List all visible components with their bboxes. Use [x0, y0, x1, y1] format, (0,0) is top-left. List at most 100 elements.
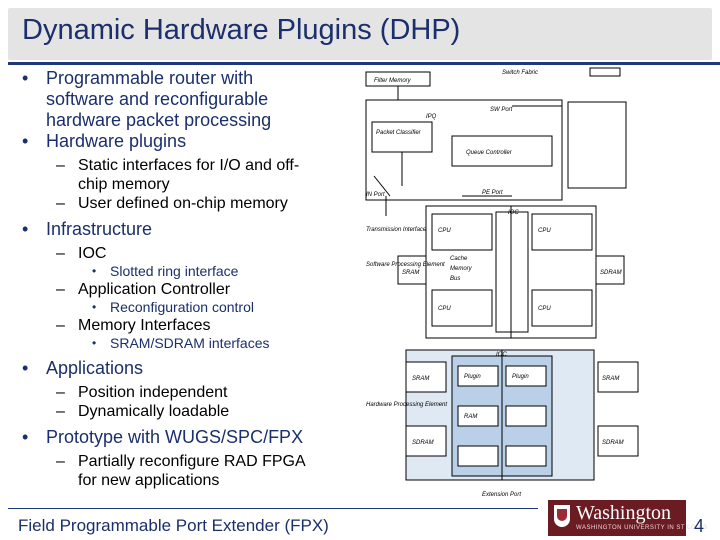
bullet-marker: –: [56, 384, 65, 401]
bullet-marker: –: [56, 195, 65, 212]
slide-title: Dynamic Hardware Plugins (DHP): [22, 14, 461, 46]
bullet-item-level-1: • Applications: [18, 358, 358, 379]
bullet-line: Memory Interfaces: [78, 317, 211, 334]
hardware-element-label: Hardware Processing Element: [366, 402, 447, 408]
bullet-line: Reconfiguration control: [110, 299, 254, 315]
bullet-line: Partially reconfigure RAD FPGA: [78, 453, 306, 470]
sram-left-label: SRAM: [402, 270, 419, 276]
bullet-line: Dynamically loadable: [78, 403, 230, 420]
bullet-line: Hardware plugins: [46, 131, 187, 151]
bullet-line: Programmable router with: [46, 68, 254, 88]
plugin-label: Plugin: [464, 374, 481, 380]
cpu-label-4: CPU: [538, 306, 551, 312]
page-number: 4: [694, 516, 705, 536]
in-port-label: IN Port: [366, 192, 385, 198]
logo-wordmark: Washington: [576, 502, 672, 524]
bullet-line: Applications: [46, 358, 144, 378]
queue-controller-label: Queue Controller: [466, 150, 513, 156]
university-logo: Washington WASHINGTON UNIVERSITY IN ST L…: [548, 500, 707, 536]
logo-subtext: WASHINGTON UNIVERSITY IN ST LOUIS: [576, 525, 708, 531]
ram-label: RAM: [464, 414, 477, 420]
sdram-bottom-label: SDRAM: [412, 440, 434, 446]
ioc-top-label: IOC: [508, 210, 519, 216]
title-rule: [8, 62, 720, 65]
bullet-marker: –: [56, 245, 65, 262]
bus-label: Bus: [450, 276, 460, 282]
bullet-item-level-2: –Position independent: [18, 383, 358, 402]
footer-rule: [8, 508, 538, 509]
bullet-marker: –: [56, 453, 65, 470]
bullet-item-level-2: –Memory Interfaces: [18, 316, 358, 335]
sdram-right-label: SDRAM: [600, 270, 622, 276]
top-section: [365, 67, 627, 216]
bullet-item-level-2: –IOC: [18, 244, 358, 263]
ioc-bottom-label: IOC: [496, 352, 507, 358]
dhp-architecture-diagram: Filter Memory Switch Fabric SW Port IPQ …: [365, 67, 639, 498]
bullet-line: Slotted ring interface: [110, 263, 239, 279]
bullet-line: for new applications: [78, 472, 220, 489]
pe-port-label: PE Port: [482, 190, 503, 196]
bullet-marker: •: [92, 336, 97, 350]
bullet-item-level-3: • Slotted ring interface: [18, 263, 358, 280]
bullet-item-level-2: –Partially reconfigure RAD FPGA for new a…: [18, 452, 358, 490]
packet-classifier-label: Packet Classifier: [376, 130, 422, 136]
sw-port-label: SW Port: [490, 107, 513, 113]
filter-memory-label: Filter Memory: [374, 78, 412, 84]
cpu-label: CPU: [438, 228, 451, 234]
bullet-line: Application Controller: [78, 281, 231, 298]
bullet-line: Position independent: [78, 384, 228, 401]
bullet-marker: •: [22, 219, 29, 239]
bullet-item-level-1: • Hardware plugins: [18, 131, 358, 152]
bullet-marker: •: [92, 300, 97, 314]
software-element-label: Software Processing Element: [366, 262, 445, 268]
shield-icon: [554, 505, 570, 527]
bullet-item-level-2: –User defined on-chip memory: [18, 194, 358, 213]
bullet-line: software and reconfigurable: [46, 89, 269, 109]
cpu-label-3: CPU: [438, 306, 451, 312]
bullet-line: Static interfaces for I/O and off-: [78, 157, 300, 174]
sdram-bottom-label-2: SDRAM: [602, 440, 624, 446]
ipq-label: IPQ: [426, 114, 437, 120]
middle-section: [397, 205, 625, 339]
bullet-marker: •: [22, 358, 29, 378]
bullet-marker: •: [22, 131, 29, 151]
bullet-line: Infrastructure: [46, 219, 153, 239]
bullet-marker: –: [56, 157, 65, 174]
bullet-item-level-3: • SRAM/SDRAM interfaces: [18, 335, 358, 352]
bullet-marker: •: [22, 427, 29, 447]
bullet-line: User defined on-chip memory: [78, 195, 288, 212]
footer-text: Field Programmable Port Extender (FPX): [18, 516, 329, 535]
bullet-line: chip memory: [78, 176, 170, 193]
bullet-line: IOC: [78, 245, 107, 262]
switch-fabric-label: Switch Fabric: [502, 70, 538, 76]
bullet-line: SRAM/SDRAM interfaces: [110, 335, 270, 351]
bottom-section: [405, 349, 639, 481]
bullet-item-level-2: –Application Controller: [18, 280, 358, 299]
sram-bottom-label: SRAM: [412, 376, 429, 382]
bullet-marker: •: [22, 68, 29, 88]
middle-labels: IOC Software Processing Element SRAM SDR…: [366, 210, 622, 312]
bullet-item-level-2: –Static interfaces for I/O and off-chip …: [18, 156, 358, 194]
transmission-interface-label: Transmission Interface: [366, 227, 427, 233]
extension-port-label: Extension Port: [482, 492, 521, 498]
cache-label: Cache: [450, 256, 468, 262]
bullet-marker: –: [56, 403, 65, 420]
bullet-item-level-3: • Reconfiguration control: [18, 299, 358, 316]
plugin-label-2: Plugin: [512, 374, 529, 380]
bullet-line: Prototype with WUGS/SPC/FPX: [46, 427, 304, 447]
bullet-item-level-1: • Prototype with WUGS/SPC/FPX: [18, 427, 358, 448]
bullet-marker: –: [56, 317, 65, 334]
top-labels: Filter Memory Switch Fabric SW Port IPQ …: [366, 70, 538, 233]
bullet-marker: –: [56, 281, 65, 298]
memory-label: Memory: [450, 266, 473, 272]
bullet-item-level-1: • Infrastructure: [18, 219, 358, 240]
sram-bottom-label-2: SRAM: [602, 376, 619, 382]
bullet-marker: •: [92, 264, 97, 278]
bullet-line: hardware packet processing: [46, 110, 272, 130]
cpu-label-2: CPU: [538, 228, 551, 234]
bullet-item-level-2: –Dynamically loadable: [18, 402, 358, 421]
bottom-labels: IOC SRAM SRAM SDRAM SDRAM Plugin Plugin …: [366, 352, 624, 498]
